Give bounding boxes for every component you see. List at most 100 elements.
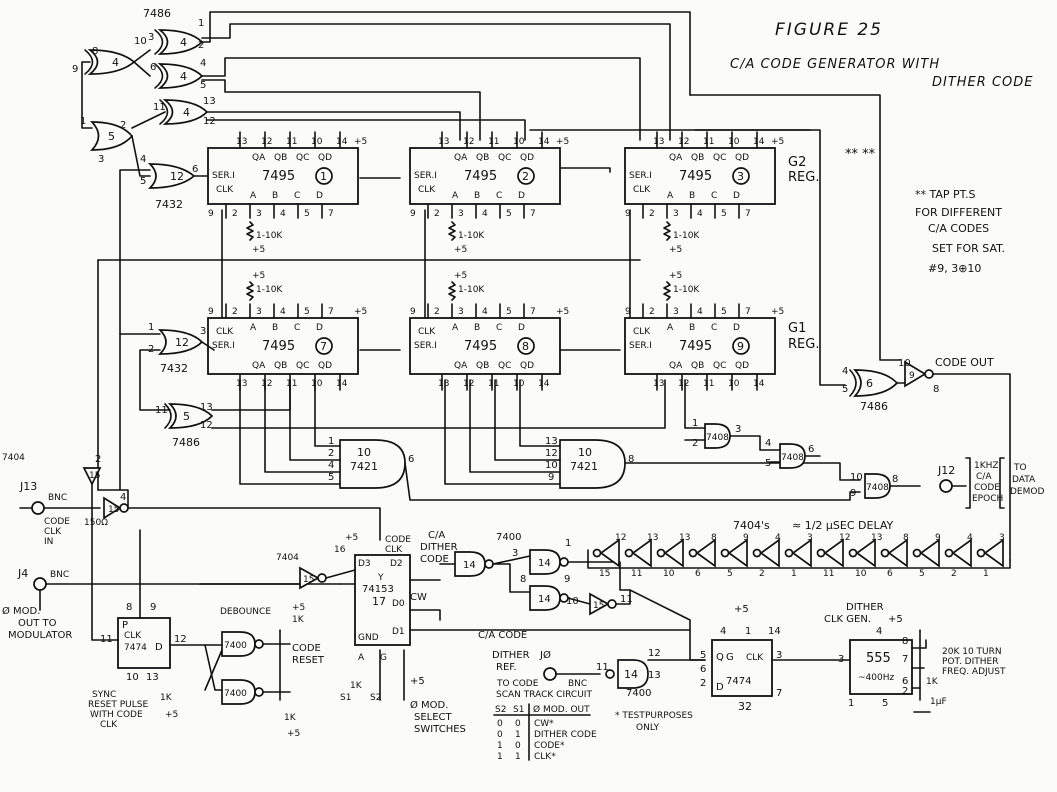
n1: 1 bbox=[198, 18, 204, 29]
delay-pin: 5 bbox=[919, 569, 925, 579]
n5b: 5 bbox=[140, 176, 146, 187]
label-7486-out: 7486 bbox=[860, 400, 888, 413]
sr-input-pin: A bbox=[667, 323, 674, 333]
sr-clk-label: CLK bbox=[216, 327, 234, 337]
sr-q-pin: QD bbox=[520, 361, 534, 371]
ca-dither-1: C/A bbox=[428, 530, 445, 541]
delay-pin: 10 bbox=[855, 569, 867, 579]
sr-input-pin: B bbox=[474, 323, 480, 333]
sr-q-pin: QC bbox=[296, 153, 309, 163]
sync-2: RESET PULSE bbox=[88, 700, 148, 710]
t8: 8 bbox=[902, 636, 908, 647]
sr-pin-number: 9 bbox=[208, 307, 214, 317]
sync-3: WITH CODE bbox=[90, 710, 143, 720]
ca-dither-3: CODE bbox=[420, 554, 449, 565]
df2: 2 bbox=[700, 678, 706, 689]
j4-bnc-connector bbox=[33, 577, 47, 591]
label-7408-2: 7408 bbox=[781, 453, 804, 463]
sr-pin-number: 11 bbox=[488, 137, 499, 147]
or-gate-7432-top bbox=[147, 163, 196, 189]
mod-out-3: MODULATOR bbox=[8, 630, 72, 641]
sr-pin-number: 5 bbox=[304, 307, 310, 317]
vcc-plus5: +5 bbox=[354, 307, 367, 317]
j0-bnc: BNC bbox=[568, 679, 587, 689]
sr-q-pin: QA bbox=[669, 153, 683, 163]
sr-pin-number: 3 bbox=[673, 209, 679, 219]
sr-clk-label: CLK bbox=[418, 327, 436, 337]
sr-q-pin: QB bbox=[476, 153, 489, 163]
inverter-7404-left bbox=[82, 467, 102, 486]
ff-7474-sync bbox=[117, 617, 171, 669]
dither-flipflop: 7474 Q D CLK G +5 4 1 14 5 6 2 3 7 32 bbox=[700, 604, 851, 713]
n12: 12 bbox=[203, 116, 216, 127]
sr-serial-label: SER.I bbox=[414, 171, 437, 181]
epoch-2: C/A bbox=[976, 472, 992, 482]
mux-sel-plus5: +5 bbox=[410, 676, 425, 687]
muxY: Y bbox=[377, 573, 384, 583]
mod-out-1: Ø MOD. bbox=[2, 605, 40, 617]
tt-h-s1: S1 bbox=[513, 705, 524, 715]
sr-input-pin: B bbox=[689, 323, 695, 333]
sr-q-pin: QB bbox=[476, 361, 489, 371]
g1-label-1: G1 bbox=[788, 321, 806, 336]
pin-4c: 4 bbox=[112, 56, 119, 69]
truth-table-cell: CW* bbox=[534, 719, 554, 729]
muxA: A bbox=[358, 653, 365, 663]
sr-input-pin: A bbox=[250, 323, 257, 333]
test-note-2: PURPOSES bbox=[645, 711, 693, 721]
to-scan-1: TO CODE bbox=[496, 679, 539, 689]
sr-q-pin: QB bbox=[274, 361, 287, 371]
mod-sel-3: SWITCHES bbox=[414, 724, 466, 735]
j12-output: J12 1KHZ C/A CODE EPOCH TO DATA DEMOD bbox=[937, 457, 1044, 509]
dr11: 11 bbox=[596, 662, 609, 673]
dr12: 12 bbox=[648, 648, 661, 659]
pullup-resistor: 1-10K bbox=[458, 231, 485, 241]
sr-input-pin: B bbox=[272, 323, 278, 333]
sr-pin-number: 2 bbox=[232, 307, 238, 317]
mux-74153-label: 74153 bbox=[362, 584, 394, 595]
dither-ref-2: REF. bbox=[496, 662, 517, 673]
sr-index-circle bbox=[517, 337, 535, 355]
figure-title: FIGURE 25 bbox=[775, 20, 883, 40]
sr-index-number: 1 bbox=[320, 170, 327, 183]
sr-index-circle bbox=[517, 167, 535, 185]
timer-1k: 1K bbox=[926, 677, 939, 687]
delay-pin: 6 bbox=[887, 569, 893, 579]
tap-note-1: ** TAP PT.S bbox=[915, 188, 976, 201]
debounce-label: DEBOUNCE bbox=[220, 607, 271, 617]
dfQ: Q bbox=[716, 652, 724, 663]
nand-1-label: 7400 bbox=[224, 641, 247, 651]
b13: 13 bbox=[545, 436, 558, 447]
pot-2: POT. DITHER bbox=[942, 657, 998, 667]
shift-register-4 bbox=[207, 317, 359, 375]
xor-gate-5 bbox=[90, 121, 134, 151]
muxD2: D2 bbox=[390, 559, 403, 569]
truth-table-cell: CLK* bbox=[534, 752, 556, 762]
code-reset-1: CODE bbox=[292, 643, 321, 654]
delay-pin: 13 bbox=[679, 533, 690, 543]
sr-pin-number: 4 bbox=[697, 209, 703, 219]
test-note-1: * TEST bbox=[615, 711, 645, 721]
dither-logic: C/A DITHER CODE 7400 14 14 14 15 3 8 9 1… bbox=[420, 530, 691, 631]
delay-pin: 3 bbox=[807, 533, 813, 543]
sr-pin-number: 7 bbox=[530, 307, 536, 317]
sr-chip-label: 7495 bbox=[679, 169, 712, 184]
sr-index-number: 9 bbox=[737, 340, 744, 353]
pin-4b: 4 bbox=[180, 70, 187, 83]
and-gates-7408: 7408 7408 7408 1 2 3 4 5 6 10 9 8 bbox=[684, 379, 921, 499]
mux-74153-box bbox=[354, 554, 411, 646]
df-plus5: +5 bbox=[734, 604, 749, 615]
timer-cap: 1μF bbox=[930, 697, 947, 707]
sr-pin-number: 7 bbox=[328, 209, 334, 219]
sr-pin-number: 7 bbox=[530, 209, 536, 219]
tap-marks: ** ** bbox=[845, 147, 876, 162]
inv4b: 4 bbox=[120, 492, 126, 503]
n2: 2 bbox=[198, 40, 204, 51]
ff12: 12 bbox=[174, 634, 187, 645]
tap-note-2: FOR DIFFERENT bbox=[915, 206, 1002, 219]
inverter-code-out bbox=[904, 360, 927, 388]
out5: 5 bbox=[842, 384, 848, 395]
deb-1k-b: 1K bbox=[284, 713, 297, 723]
